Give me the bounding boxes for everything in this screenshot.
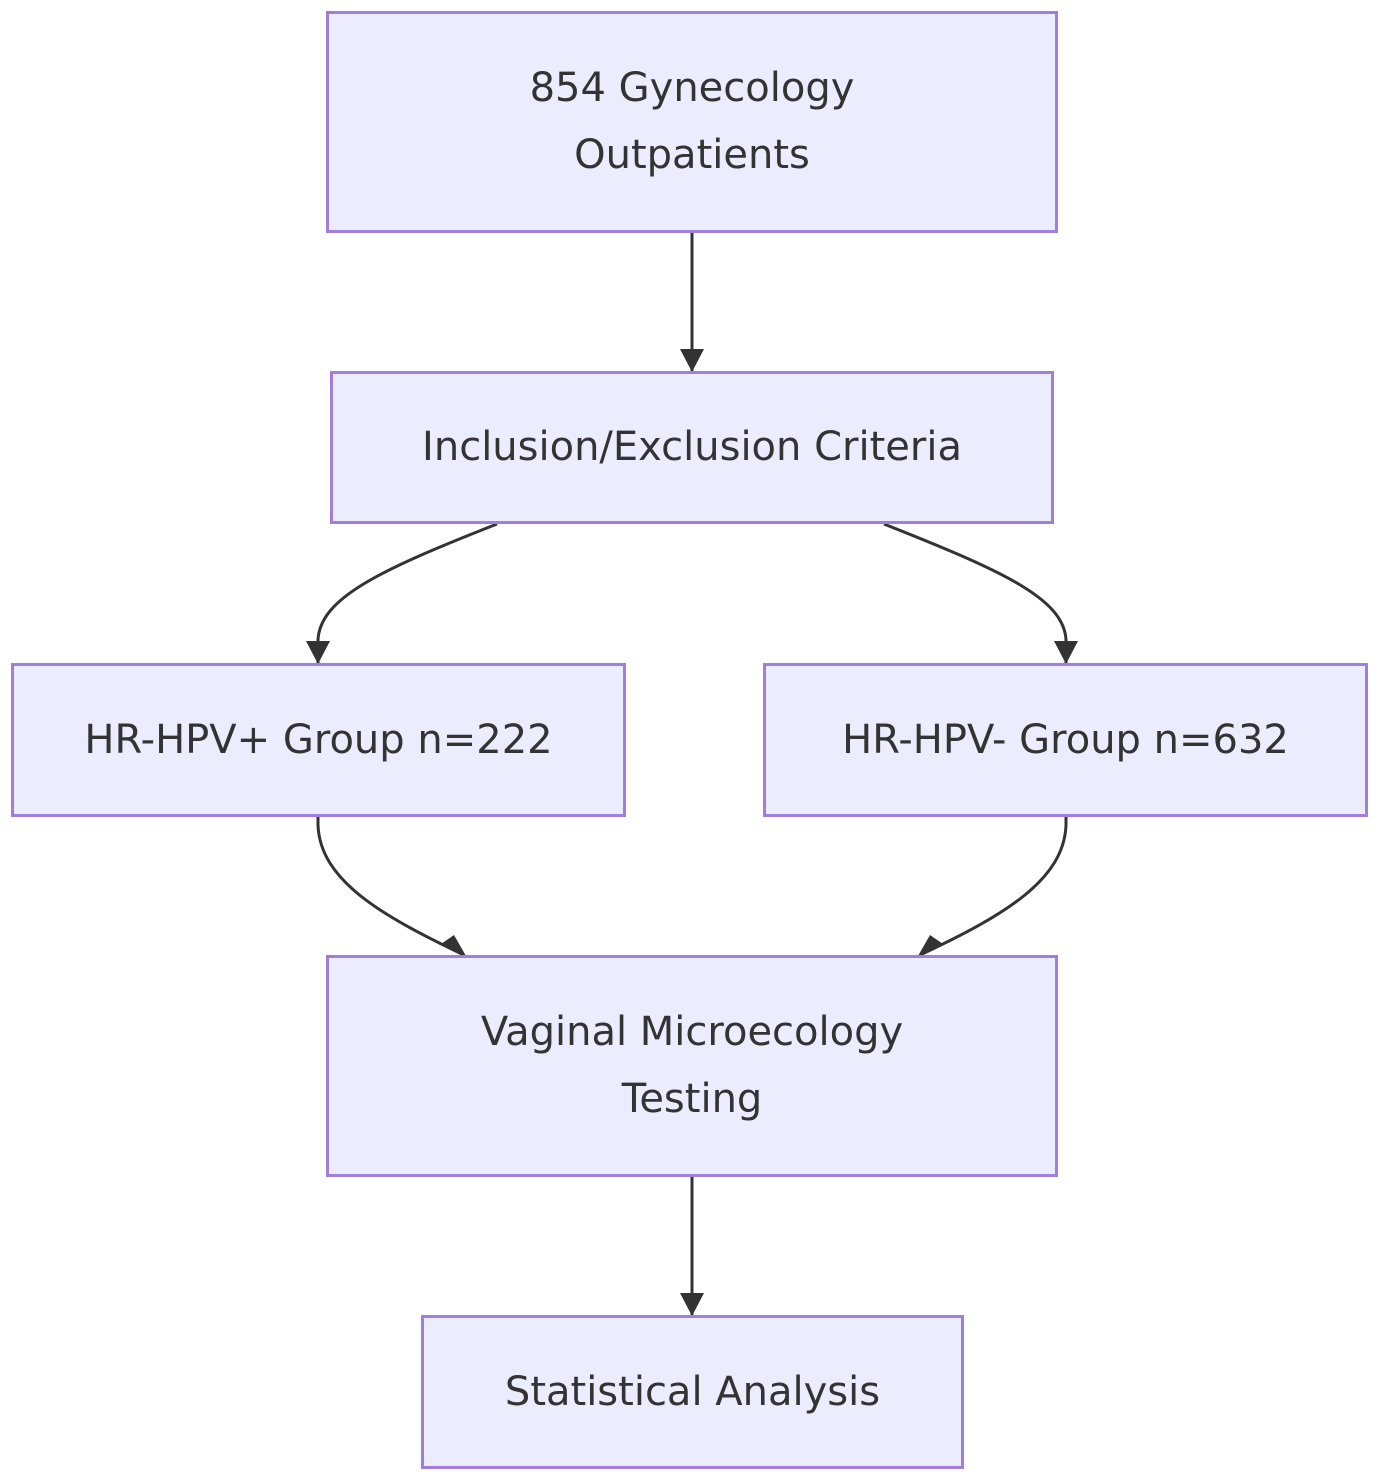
edge-criteria-to-hpv-positive bbox=[316, 522, 498, 663]
node-inclusion-exclusion-criteria: Inclusion/Exclusion Criteria bbox=[330, 371, 1054, 524]
node-testing-line-2: Testing bbox=[621, 1076, 763, 1122]
node-testing-line-1: Vaginal Microecology bbox=[480, 1009, 904, 1055]
arrowhead-analysis bbox=[680, 1293, 704, 1316]
node-criteria-label: Inclusion/Exclusion Criteria bbox=[422, 424, 962, 470]
node-hpv-positive-label: HR-HPV+ Group n=222 bbox=[84, 716, 553, 763]
node-vaginal-microecology-testing: Vaginal Microecology Testing bbox=[326, 955, 1058, 1177]
node-hr-hpv-negative-group: HR-HPV- Group n=632 bbox=[763, 663, 1368, 817]
node-outpatients-line-2: Outpatients bbox=[574, 132, 810, 178]
node-analysis-label: Statistical Analysis bbox=[504, 1368, 881, 1415]
edge-hpv-negative-to-testing bbox=[919, 817, 1068, 957]
node-outpatients: 854 Gynecology Outpatients bbox=[326, 11, 1058, 233]
arrowhead-hpv-negative bbox=[1054, 641, 1078, 664]
node-hpv-negative-label: HR-HPV- Group n=632 bbox=[842, 716, 1289, 763]
edge-criteria-to-hpv-negative bbox=[883, 522, 1068, 663]
arrowhead-testing-left bbox=[441, 935, 466, 956]
node-statistical-analysis: Statistical Analysis bbox=[421, 1315, 964, 1469]
node-hr-hpv-positive-group: HR-HPV+ Group n=222 bbox=[11, 663, 626, 817]
node-outpatients-line-1: 854 Gynecology bbox=[529, 65, 855, 111]
arrowhead-hpv-positive bbox=[306, 641, 330, 664]
edge-hpv-positive-to-testing bbox=[316, 817, 465, 957]
arrowhead-testing-right bbox=[918, 935, 943, 956]
arrowhead-criteria bbox=[680, 349, 704, 372]
